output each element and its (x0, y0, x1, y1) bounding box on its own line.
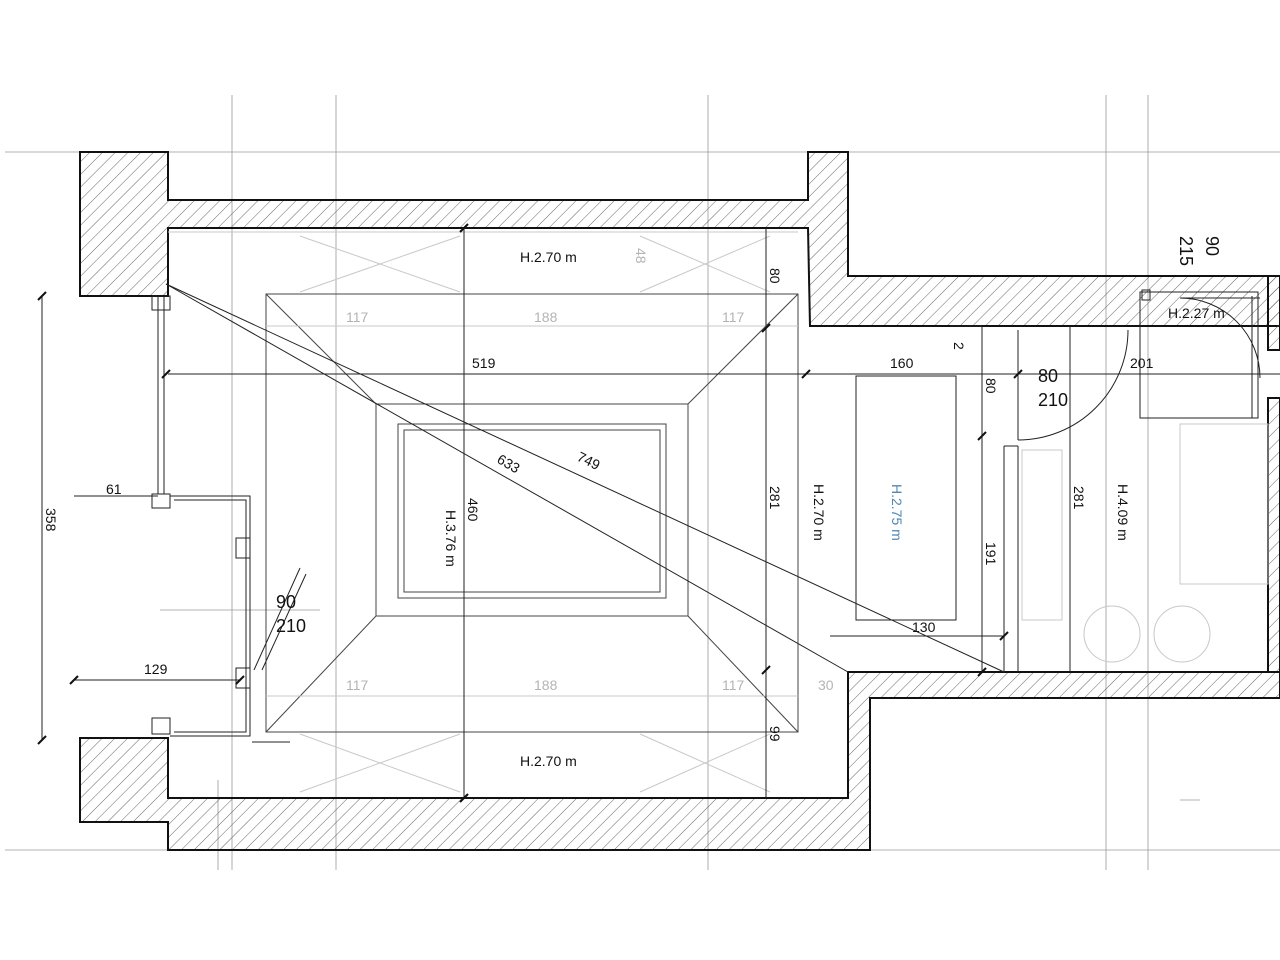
wall-left-lower (79, 671, 1280, 851)
dim-80-top: 80 (767, 268, 783, 284)
window-frames (151, 295, 307, 743)
door-labels: 90 210 80 210 90 215 (276, 236, 1222, 636)
door-mid-height: 210 (1038, 390, 1068, 410)
dim-160: 160 (890, 355, 914, 371)
height-label-top-room: H.2.70 m (520, 249, 577, 265)
height-label-bath: H.4.09 m (1115, 484, 1131, 541)
door-top-height: 215 (1176, 236, 1196, 266)
height-label-corner-room: H.2.27 m (1168, 305, 1225, 321)
wall-right-stub-lower (1267, 397, 1280, 673)
dim-358: 358 (43, 508, 59, 532)
dim-281-right: 281 (767, 486, 783, 510)
grid-dim-117-top-left: 117 (346, 309, 369, 325)
dim-749: 749 (575, 448, 603, 473)
height-label-niche: H.2.75 m (889, 484, 905, 541)
dim-2: 2 (951, 342, 967, 350)
dim-61: 61 (106, 481, 122, 497)
room-height-labels: H.2.70 m H.2.70 m H.3.76 m H.2.70 m H.2.… (443, 249, 1225, 769)
dim-48: 48 (633, 248, 649, 264)
ceiling-vault (168, 231, 799, 793)
door-top-width: 90 (1202, 236, 1222, 256)
dim-80-niche: 80 (983, 378, 999, 394)
dimension-lines (37, 223, 1280, 803)
height-label-center-vault: H.3.76 m (443, 510, 459, 567)
grid-dim-117-bottom-left: 117 (346, 677, 369, 693)
right-rooms (855, 289, 1269, 672)
grid-dim-188-top: 188 (534, 309, 558, 325)
wall-right-stub (1267, 275, 1280, 351)
grid-dim-117-top-right: 117 (722, 309, 745, 325)
grid-dim-117-bottom-right: 117 (722, 677, 745, 693)
dim-191: 191 (983, 542, 999, 566)
dim-633: 633 (495, 451, 523, 477)
height-label-right-room: H.2.70 m (811, 484, 827, 541)
door-mid-width: 80 (1038, 366, 1058, 386)
door-left-width: 90 (276, 592, 296, 612)
wall-left (79, 151, 1280, 327)
walls (79, 151, 1280, 851)
grid-dim-188-bottom: 188 (534, 677, 558, 693)
dim-281-bath: 281 (1071, 486, 1087, 510)
dim-460: 460 (465, 498, 481, 522)
dim-129: 129 (144, 661, 168, 677)
dim-130: 130 (912, 619, 936, 635)
door-left-height: 210 (276, 616, 306, 636)
dim-99: 99 (767, 726, 783, 742)
dim-201: 201 (1130, 355, 1154, 371)
height-label-bottom-room: H.2.70 m (520, 753, 577, 769)
dim-30: 30 (818, 677, 834, 693)
dim-519: 519 (472, 355, 496, 371)
